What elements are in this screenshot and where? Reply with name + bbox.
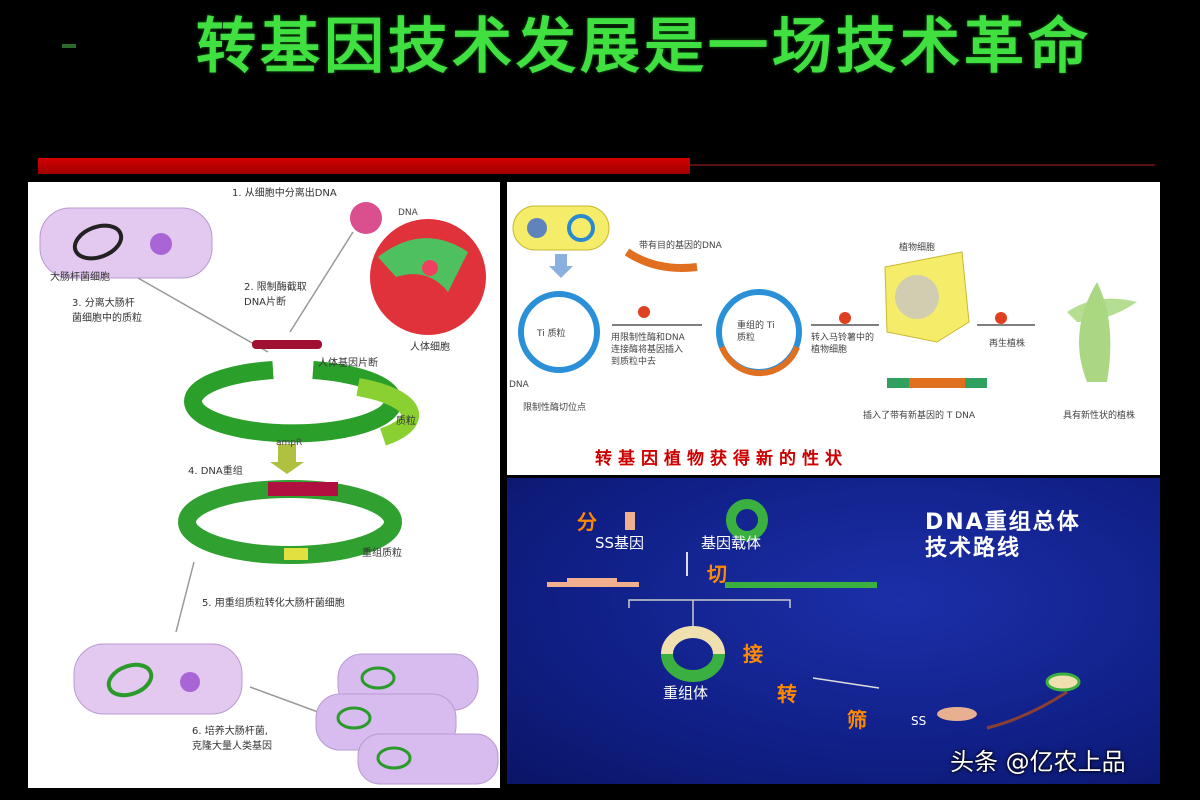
cut-fragment-2	[567, 578, 617, 583]
clone-plasmid-2	[336, 706, 372, 730]
screen-strand	[986, 690, 1068, 730]
plant-cell-label: 植物细胞	[899, 243, 936, 253]
arrow-ecoli-to-plasmid	[137, 277, 269, 353]
human-cell-label: 人体细胞	[410, 342, 450, 353]
recombination-title: DNA重组总体 技术路线	[925, 510, 1081, 561]
clone-plasmid-1	[360, 666, 396, 690]
ss-label: SS	[911, 714, 927, 728]
screen-cell	[1045, 672, 1081, 692]
dna-blob	[350, 202, 382, 234]
step4-label: 4. DNA重组	[188, 466, 243, 477]
vector-ring	[726, 499, 768, 541]
ecoli-cell-label: 大肠杆菌细胞	[50, 272, 110, 283]
arrow-down-recombine	[270, 444, 304, 474]
inserted-tdna-label: 插入了带有新基因的 T DNA	[863, 411, 976, 421]
title-bullet	[62, 44, 76, 48]
zhuan-label: 转	[777, 682, 797, 706]
step3-marker	[995, 312, 1007, 324]
plasmid-label: 质粒	[396, 416, 416, 427]
recombinant-ti-insert	[719, 345, 800, 376]
ti-plasmid-ring	[518, 291, 600, 373]
ss-cell	[937, 707, 977, 721]
red-divider-bar	[38, 158, 690, 174]
step2-description: 转入马铃薯中的 植物细胞	[811, 333, 875, 355]
step2-marker	[839, 312, 851, 324]
agro-ti-ring	[567, 214, 595, 242]
gene-fragment	[252, 340, 322, 349]
jie-label: 接	[743, 642, 763, 666]
vector-label: 基因载体	[701, 534, 762, 552]
plant-nucleus	[895, 275, 939, 319]
step5-label: 5. 用重组质粒转化大肠杆菌细胞	[202, 598, 345, 609]
ecoli-chromosome	[150, 233, 172, 255]
cut-vector-strand	[725, 582, 877, 588]
left-diagram-graphics	[39, 202, 499, 785]
arrow-dna-to-gene	[289, 231, 354, 333]
recombinant-label: 重组体	[663, 684, 709, 702]
step1-marker	[638, 306, 650, 318]
target-gene-strand	[624, 248, 698, 272]
left-diagram-panel: 1. 从细胞中分离出DNA DNA 大肠杆菌细胞 2. 限制酶截取 DNA片断 …	[28, 182, 500, 788]
ampr-marker	[284, 548, 308, 560]
target-gene-label: 带有目的基因的DNA	[639, 241, 722, 251]
agro-chromosome	[527, 218, 547, 238]
new-trait-plant-label: 具有新性状的植株	[1063, 411, 1136, 421]
watermark-text: 头条 @亿农上品	[950, 748, 1126, 776]
recombinant-plasmid-label: 重组质粒	[362, 548, 402, 559]
recombinant-ring-lower	[661, 653, 725, 682]
new-plant-leaves	[1067, 298, 1137, 322]
step3-description: 再生植株	[989, 339, 1026, 349]
clone-plasmid-3	[376, 746, 412, 770]
human-gene-label: 人体基因片断	[318, 358, 378, 369]
ti-plasmid-label: Ti 质粒	[537, 329, 566, 339]
open-plasmid-light	[356, 378, 420, 446]
fen-label: 分	[577, 510, 597, 534]
ecoli-plasmid-ring	[72, 223, 124, 261]
arrow-to-culture	[175, 561, 195, 633]
slide-title: 转基因技术发展是一场技术革命	[196, 12, 1092, 82]
arrow-down-ti	[549, 254, 573, 278]
step1-label: 1. 从细胞中分离出DNA	[232, 188, 337, 199]
recombinant-ti-label: 重组的 Ti 质粒	[737, 321, 775, 343]
transformed-cell	[73, 643, 243, 715]
human-cell-nucleus	[422, 260, 438, 276]
new-plant-shape	[1079, 282, 1111, 382]
arrow-transform	[812, 677, 880, 689]
ss-gene-label: SS基因	[595, 534, 645, 552]
ecoli-cell-shape	[39, 207, 213, 279]
step3-label: 3. 分离大肠杆 菌细胞中的质粒	[72, 298, 142, 324]
step1-description: 用限制性酶和DNA 连接酶将基因插入 到质粒中去	[611, 333, 685, 367]
dna-recombination-panel: DNA重组总体 技术路线 分 SS基因 基因载体 切 接 重组体 转 筛 SS	[507, 478, 1160, 784]
dna-label: DNA	[398, 208, 418, 218]
recombination-graphics	[547, 499, 1081, 730]
step2-label: 2. 限制酶截取 DNA片断	[244, 282, 307, 308]
agrobacterium-graphics	[512, 205, 1137, 388]
transformed-plasmid	[106, 662, 154, 698]
qie-label: 切	[707, 562, 727, 586]
transgenic-plant-caption: 转基因植物获得新的性状	[595, 449, 848, 469]
recombinant-insert	[268, 482, 338, 496]
recombinant-ring-upper	[661, 626, 725, 655]
human-cell-shape	[370, 219, 486, 335]
tdna-bar	[887, 378, 987, 388]
cut-fragment-1	[547, 582, 639, 587]
join-bracket	[628, 599, 791, 608]
tdna-bar-right	[965, 378, 987, 388]
agrobacterium-diagram-panel: 带有目的基因的DNA Ti 质粒 DNA 限制性酶切位点 用限制性酶和DNA 连…	[507, 182, 1160, 475]
clone-cell-3	[357, 733, 499, 785]
divider-line	[690, 164, 1155, 166]
arrow-to-clones	[249, 686, 319, 713]
cut-site-label: 限制性酶切位点	[523, 403, 587, 413]
ss-gene-block	[625, 512, 635, 530]
tdna-bar-left	[887, 378, 909, 388]
step6-label: 6. 培养大肠杆菌, 克隆大量人类基因	[192, 726, 272, 752]
shai-label: 筛	[847, 708, 867, 732]
transformed-chromosome	[180, 672, 200, 692]
ampr-label: ampR	[276, 438, 303, 448]
dna-label-rt: DNA	[509, 380, 529, 390]
